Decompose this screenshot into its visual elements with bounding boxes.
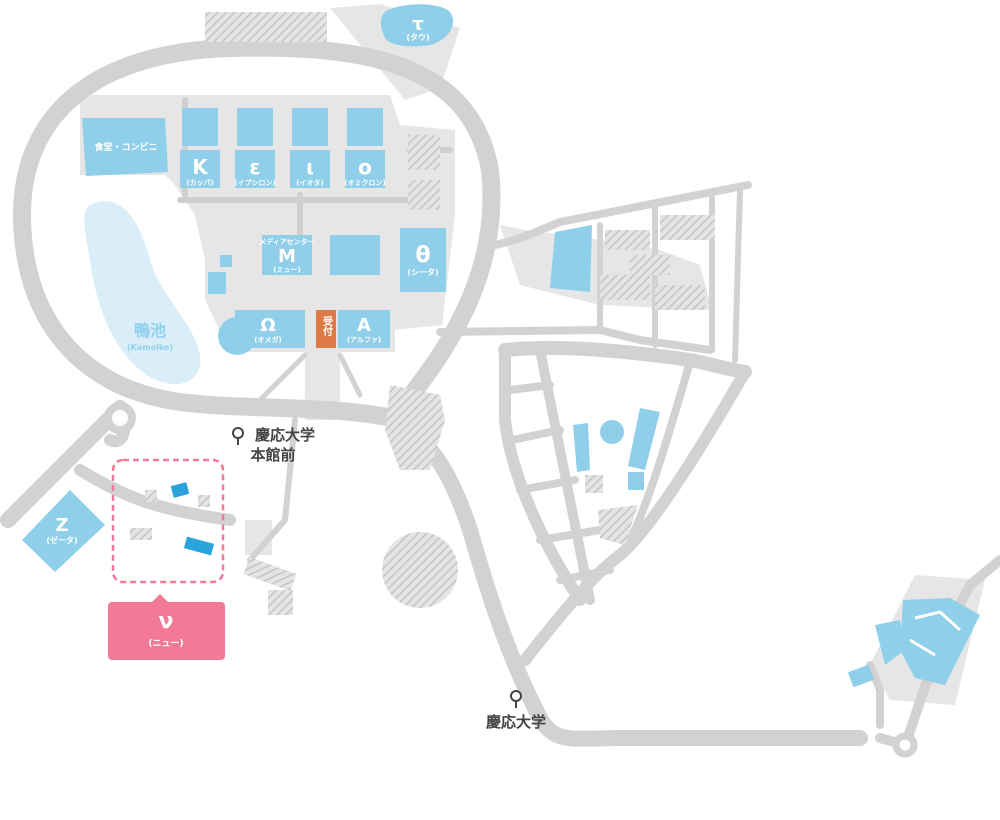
alpha-symbol: A bbox=[357, 315, 371, 336]
roads bbox=[0, 38, 1000, 750]
bus-stop-pin-icon bbox=[510, 690, 522, 708]
nu-callout[interactable] bbox=[108, 602, 225, 660]
iota-symbol: ι bbox=[306, 155, 314, 179]
bus-stop-1-line1: 慶応大学 bbox=[255, 426, 315, 444]
mu-name: (ミュー) bbox=[273, 266, 300, 274]
omega-name: (オメガ) bbox=[254, 335, 281, 344]
bus-stop-keio-university[interactable]: 慶応大学 bbox=[486, 690, 546, 731]
iota-name: (イオタ) bbox=[296, 178, 323, 187]
lake-name: 鴨池 bbox=[134, 321, 166, 340]
omega-symbol: Ω bbox=[260, 315, 275, 336]
roundabout-west bbox=[104, 402, 136, 434]
east-complex-detail bbox=[909, 610, 962, 657]
cafeteria-label: 食堂・コンビニ bbox=[93, 141, 157, 153]
mu-symbol: M bbox=[278, 246, 296, 267]
omicron-symbol: ο bbox=[358, 155, 372, 179]
alpha-name: (アルファ) bbox=[347, 336, 381, 344]
roundabout-east bbox=[892, 732, 918, 758]
epsilon-name: (イプシロン) bbox=[234, 178, 275, 187]
nu-building-1[interactable] bbox=[170, 482, 190, 498]
nu-building-2[interactable] bbox=[183, 536, 215, 556]
zeta-name: (ゼータ) bbox=[46, 535, 77, 545]
mu-subtitle: メディアセンター bbox=[259, 237, 314, 246]
lake-kamoike bbox=[84, 201, 201, 385]
nu-callout-pointer bbox=[152, 594, 168, 602]
omicron-name: (オミクロン) bbox=[344, 178, 385, 187]
bus-stop-2-line1: 慶応大学 bbox=[486, 713, 546, 731]
bus-stop-main-gate[interactable]: 慶応大学 本館前 bbox=[232, 426, 315, 464]
epsilon-symbol: ε bbox=[249, 155, 260, 179]
kappa-symbol: K bbox=[192, 155, 209, 179]
reception-building[interactable] bbox=[316, 310, 336, 348]
nu-area-outline[interactable] bbox=[111, 458, 225, 584]
zeta-symbol: Z bbox=[55, 515, 68, 536]
nu-symbol: ν bbox=[159, 609, 174, 634]
reception-label: 受付 bbox=[321, 315, 333, 337]
theta-name: (シータ) bbox=[407, 267, 438, 277]
hatched-buildings bbox=[130, 12, 715, 615]
main-buildings[interactable] bbox=[22, 4, 980, 688]
bus-stop-pin-icon bbox=[232, 427, 244, 445]
lake-romaji: (Kamoike) bbox=[127, 343, 173, 352]
nu-name: (ニュー) bbox=[148, 639, 183, 649]
theta-symbol: θ bbox=[415, 243, 430, 268]
tau-symbol: τ bbox=[412, 14, 424, 35]
building-labels: τ (タウ) 食堂・コンビニ K (カッパ) ε (イプシロン) ι (イオタ)… bbox=[46, 14, 438, 545]
tau-name: (タウ) bbox=[406, 32, 429, 42]
bus-stop-1-line2: 本館前 bbox=[250, 446, 295, 464]
kappa-name: (カッパ) bbox=[186, 178, 213, 187]
